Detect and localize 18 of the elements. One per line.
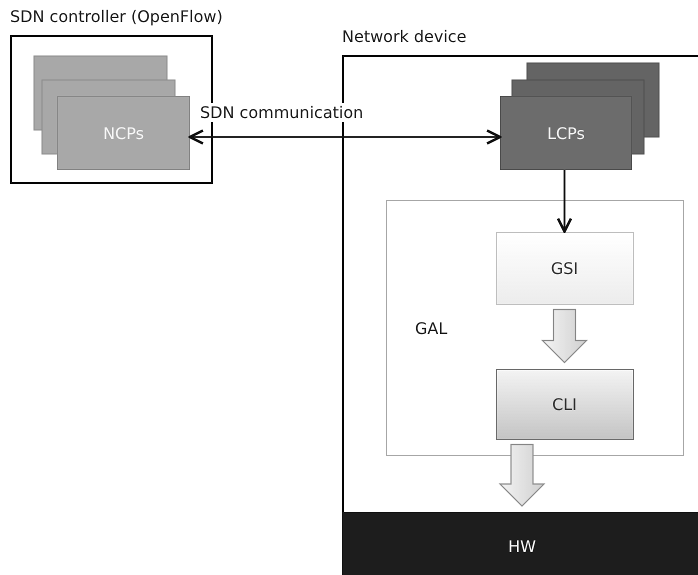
block-arrow: [541, 308, 588, 364]
interface-box: [496, 368, 634, 440]
box-label: GSI: [550, 259, 580, 278]
box-label: LCPs: [546, 124, 586, 143]
box-label: NCPs: [102, 124, 145, 143]
group-heading: Network device: [342, 27, 466, 46]
interface-box: [496, 232, 634, 304]
hardware-bar: [342, 512, 698, 575]
box-label: GAL: [415, 319, 448, 338]
process-card: [57, 96, 190, 170]
process-card: [500, 96, 632, 170]
arrow: [556, 170, 572, 233]
box-label: CLI: [551, 395, 578, 414]
arrow: [188, 129, 502, 145]
group-heading: SDN controller (OpenFlow): [10, 7, 223, 26]
block-arrow: [498, 444, 546, 507]
box-label: HW: [507, 537, 537, 556]
layer-box: [386, 200, 684, 456]
